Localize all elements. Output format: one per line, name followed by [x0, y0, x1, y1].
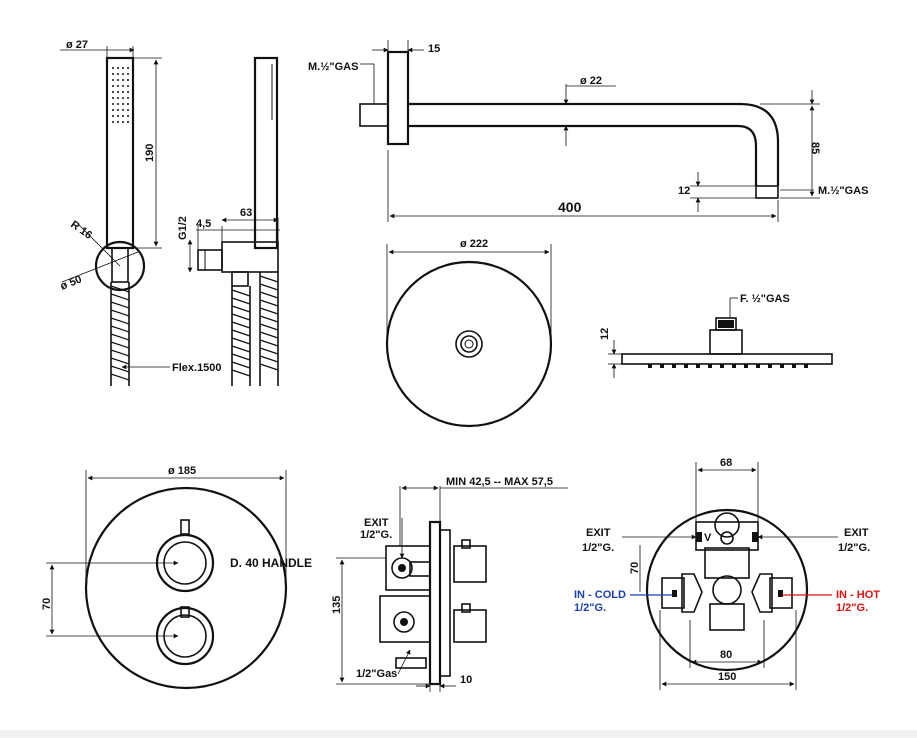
back-exit-right-1: EXIT [844, 527, 869, 539]
head-diameter-label: ø 222 [460, 238, 488, 250]
nozzle-row [648, 364, 808, 368]
hand-shower-height-label: 190 [144, 144, 156, 162]
cold-inlet-label-2: 1/2"G. [574, 602, 606, 614]
upper-handle [155, 519, 215, 593]
hose-length-label: Flex.1500 [172, 362, 222, 374]
plate-thickness-label: 10 [460, 674, 472, 686]
radius-label: R 16 [68, 219, 94, 242]
offset-label: 4,5 [196, 218, 211, 230]
shower-arm-view: M.½"GAS 15 ø 22 400 85 12 M.½"GAS [308, 40, 868, 222]
mixer-face-plate: ø 185 D. 40 HANDLE 70 [41, 465, 312, 690]
spray-nozzles [112, 67, 129, 123]
depth-label: 63 [240, 207, 252, 219]
head-thickness-label: 12 [599, 328, 611, 340]
flange-label: 15 [428, 43, 440, 55]
base-diameter-label: ø 50 [59, 273, 84, 292]
outlet-height-label: 12 [678, 185, 690, 197]
mixer-back-view: V 68 EXIT 1/2"G. EXIT 1/2"G. 70 IN - COL… [574, 457, 880, 690]
footer-strip [0, 730, 917, 738]
back-exit-left-1: EXIT [586, 527, 611, 539]
arm-diameter-label: ø 22 [580, 75, 602, 87]
hot-inlet-label-2: 1/2"G. [836, 602, 868, 614]
side-exit-label-2: 1/2"G. [360, 529, 392, 541]
arm-drop-label: 85 [809, 142, 821, 154]
arm-length-label: 400 [558, 199, 582, 215]
gas-label: 1/2"Gas [356, 668, 397, 680]
thread-label: G1/2 [177, 216, 189, 240]
arm-outlet-label: M.½"GAS [818, 185, 868, 197]
plate-diameter-label: ø 185 [168, 465, 196, 477]
shower-head-side-view: F. ½"GAS 12 [599, 293, 833, 378]
mounting-depth-label: MIN 42,5 -- MAX 57,5 [446, 476, 553, 488]
hand-shower-front-view: ø 27 190 R 16 ø 50 Flex.1500 [59, 39, 222, 386]
hot-inlet-label-1: IN - HOT [836, 589, 880, 601]
lower-handle [155, 606, 215, 666]
valve-label: V [704, 532, 712, 544]
hand-shower-side-view: G1/2 4,5 63 [177, 56, 280, 386]
inner-width-label: 80 [720, 649, 732, 661]
back-exit-left-2: 1/2"G. [582, 542, 614, 554]
handle-label: D. 40 HANDLE [230, 556, 312, 570]
cold-inlet-label-1: IN - COLD [574, 589, 626, 601]
shower-head-front-view: ø 222 [385, 238, 553, 428]
outer-width-label: 150 [718, 671, 736, 683]
back-exit-right-2: 1/2"G. [838, 542, 870, 554]
hose-coil [110, 282, 130, 386]
mixer-height-label: 135 [331, 596, 343, 614]
top-width-label: 68 [720, 457, 732, 469]
hand-shower-width-label: ø 27 [66, 39, 88, 51]
head-thread-label: F. ½"GAS [740, 293, 790, 305]
mixer-side-view: MIN 42,5 -- MAX 57,5 EXIT 1/2"G. 135 1/2… [331, 476, 568, 692]
side-exit-label-1: EXIT [364, 517, 389, 529]
arm-inlet-label: M.½"GAS [308, 61, 358, 73]
back-spacing-label: 70 [629, 562, 641, 574]
handle-spacing-label: 70 [41, 598, 53, 610]
